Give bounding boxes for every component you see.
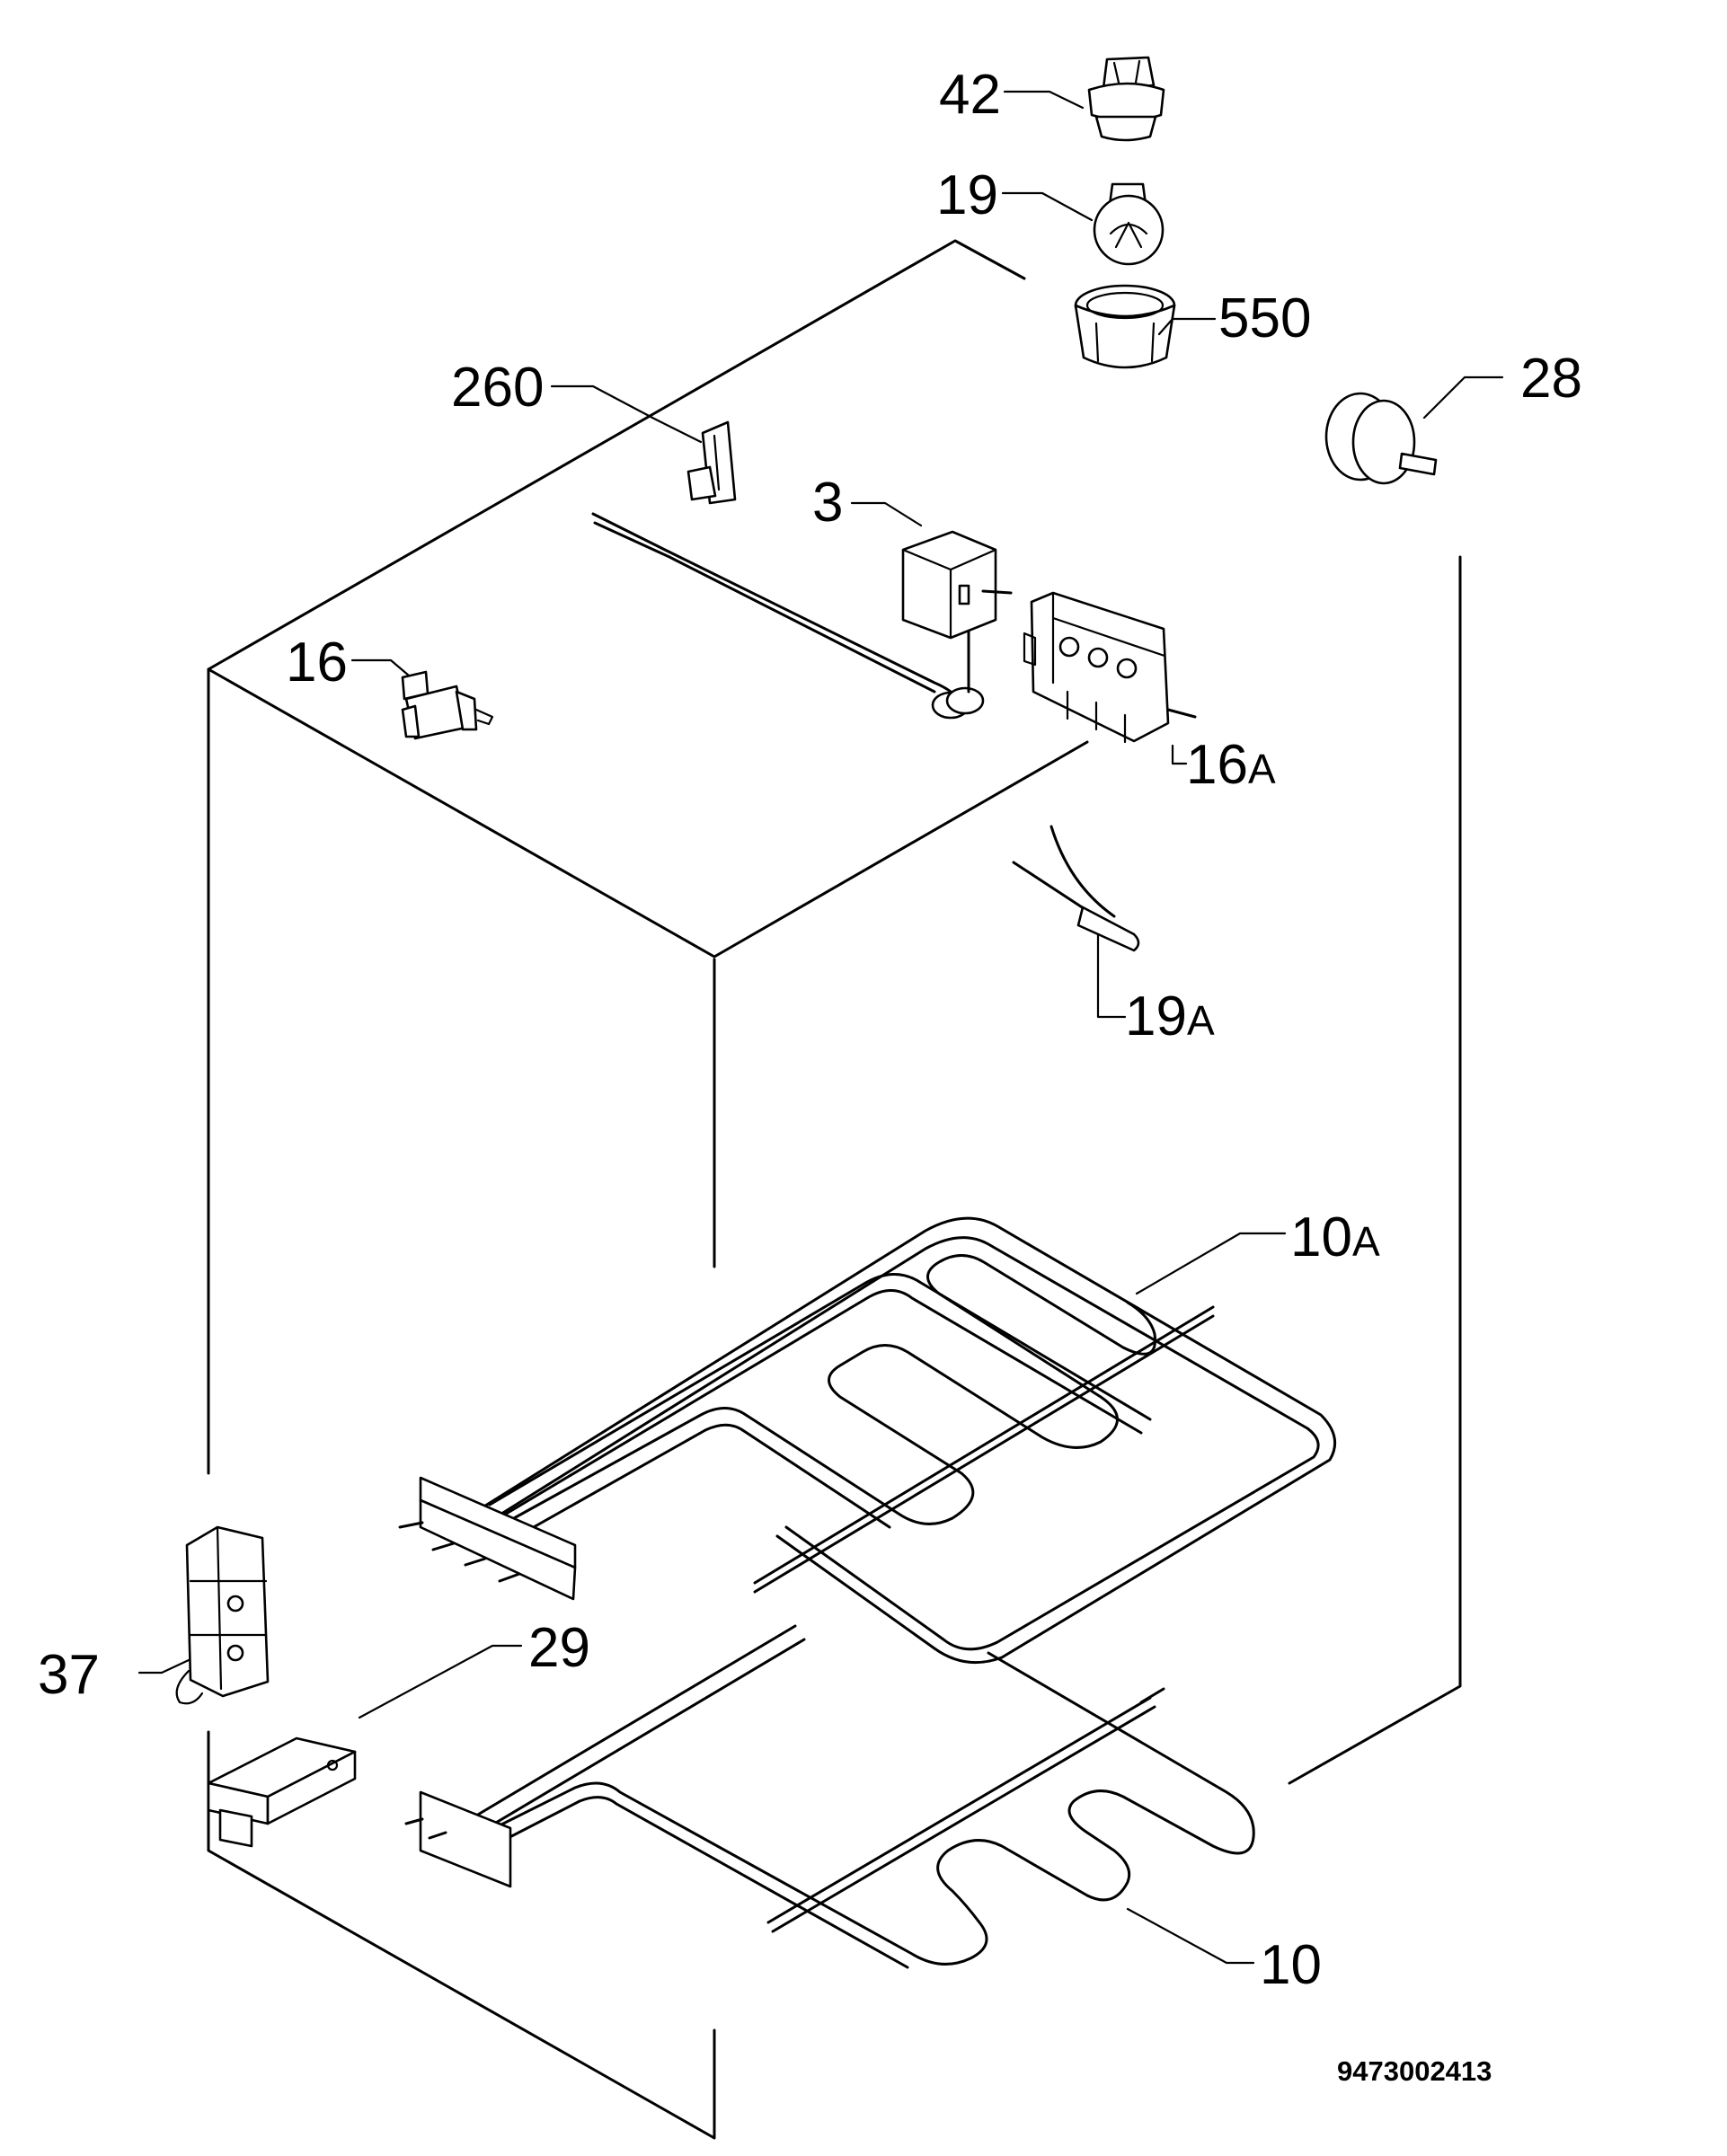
part-16-switch[interactable] bbox=[401, 670, 494, 740]
callout-10a: 10A bbox=[1290, 1206, 1380, 1268]
callout-19: 19 bbox=[936, 164, 998, 226]
part-3-thermostat[interactable] bbox=[591, 512, 1013, 720]
callout-42: 42 bbox=[939, 64, 1001, 126]
callout-260: 260 bbox=[451, 357, 544, 419]
part-260-clip[interactable] bbox=[686, 420, 737, 505]
callout-29: 29 bbox=[528, 1617, 590, 1679]
callout-3: 3 bbox=[812, 472, 843, 534]
part-10a-grill-element[interactable] bbox=[452, 1216, 1337, 1665]
callout-28: 28 bbox=[1520, 348, 1582, 410]
callout-550: 550 bbox=[1218, 287, 1311, 349]
callout-37: 37 bbox=[38, 1644, 100, 1706]
part-19-lamp-bulb[interactable] bbox=[1093, 182, 1165, 266]
part-37-terminal-block[interactable] bbox=[175, 1525, 270, 1705]
part-10-terminal-plate[interactable] bbox=[404, 1790, 512, 1888]
part-10a-terminal-plate[interactable] bbox=[398, 1476, 577, 1601]
leader-lines bbox=[137, 90, 1504, 1965]
callout-10: 10 bbox=[1260, 1934, 1322, 1996]
part-28-knob[interactable] bbox=[1324, 392, 1438, 485]
part-550-lamp-holder[interactable] bbox=[1074, 284, 1176, 369]
callout-labels: 42 19 550 28 260 3 16 16A 19A 10A 37 29 … bbox=[38, 64, 1582, 1996]
callout-19a: 19A bbox=[1125, 985, 1215, 1047]
callout-16a: 16A bbox=[1186, 734, 1276, 796]
part-19a-sensor[interactable] bbox=[1012, 825, 1140, 952]
part-29-bracket[interactable] bbox=[207, 1736, 357, 1848]
part-10-bottom-element[interactable] bbox=[461, 1624, 1255, 1969]
document-number: 9473002413 bbox=[1337, 2055, 1492, 2087]
part-16a-selector-switch[interactable] bbox=[1023, 591, 1197, 744]
part-42-lamp-cover[interactable] bbox=[1087, 56, 1165, 142]
callout-16: 16 bbox=[286, 632, 348, 694]
